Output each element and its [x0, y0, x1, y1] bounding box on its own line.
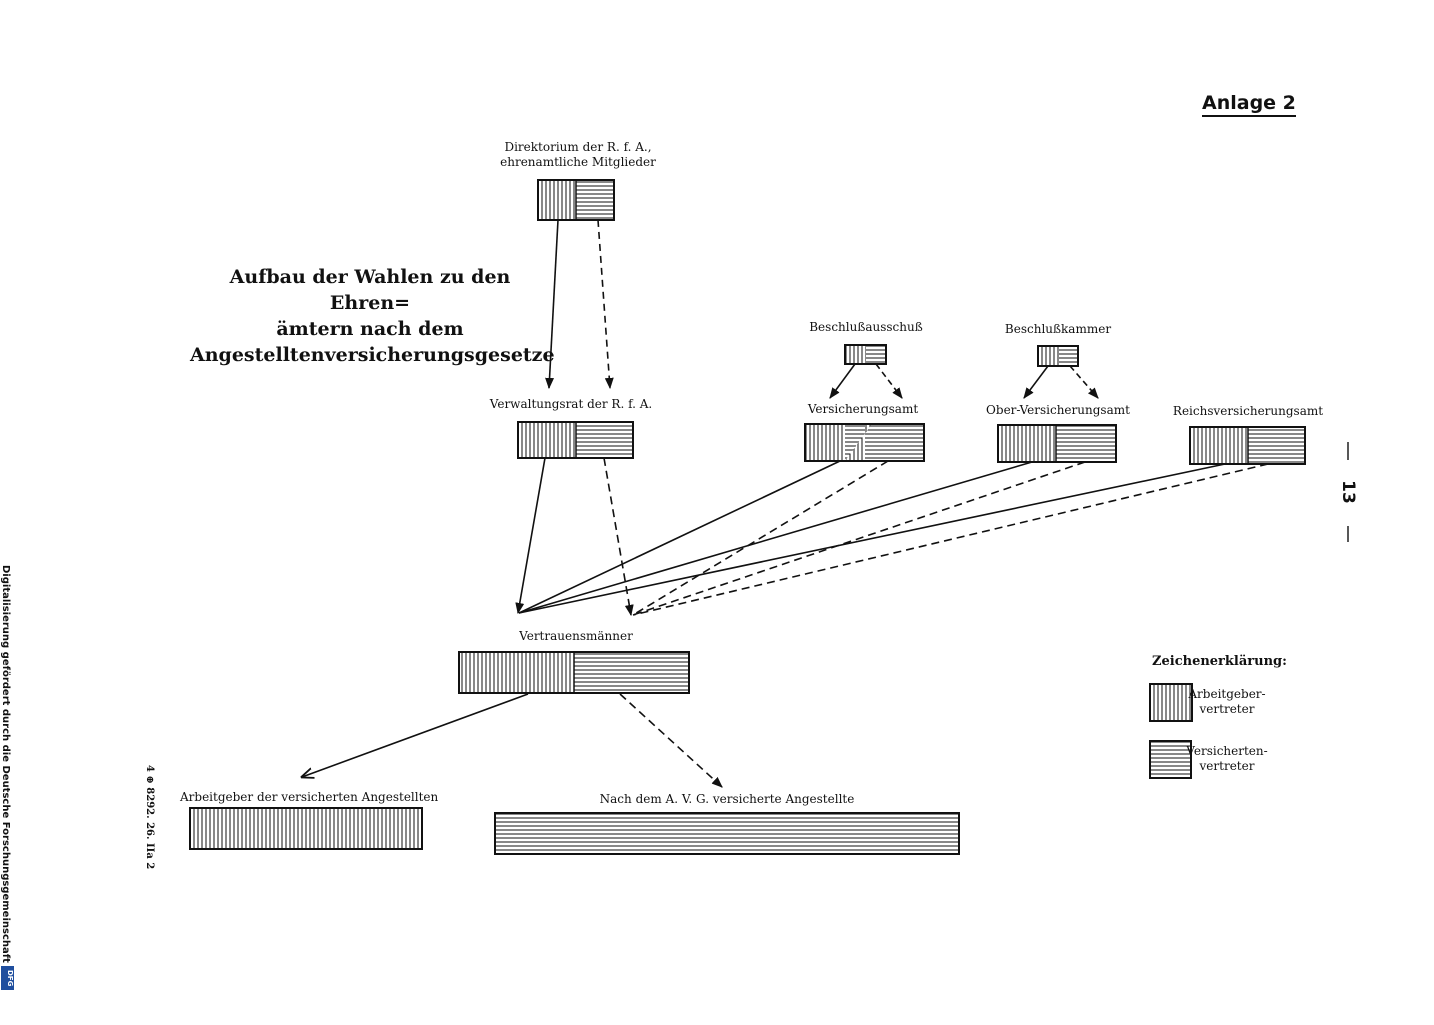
label-verwaltungsrat: Verwaltungsrat der R. f. A.: [489, 397, 653, 411]
edge-direktorium-verwaltungsrat-solid: [545, 219, 559, 390]
title-line-1: Aufbau der Wahlen zu den Ehren=: [229, 266, 511, 314]
edge-direktorium-verwaltungsrat-dashed: [597, 219, 614, 390]
print-code: 4 ⊕ 8292. 26. IIa 2: [144, 765, 155, 870]
edge-ovamt-vm-solid: [518, 461, 1033, 614]
box-oberversicherungsamt: [997, 424, 1117, 463]
edge-vm-arbeitgeber-solid: [302, 693, 529, 777]
label-oberversicherungsamt: Ober-Versicherungsamt: [986, 403, 1130, 417]
label-arbeitgeber: Arbeitgeber der versicherten Angestellte…: [180, 790, 439, 804]
edge-ausschuss-vamt-dashed: [875, 363, 903, 399]
label-versicherte: Nach dem A. V. G. versicherte Angestellt…: [599, 792, 855, 806]
edge-kammer-ovamt-dashed: [1069, 365, 1099, 399]
label-direktorium-line-2: ehrenamtliche Mitglieder: [500, 155, 656, 169]
label-direktorium-line-1: Direktorium der R. f. A.,: [504, 140, 652, 154]
box-vertrauensmaenner: [458, 651, 690, 694]
title-line-3: Angestelltenversicherungsgesetze: [190, 344, 555, 366]
box-verwaltungsrat: [517, 421, 634, 459]
box-versicherungsamt: [804, 423, 925, 462]
label-versicherungsamt: Versicherungsamt: [807, 402, 919, 416]
box-arbeitgeber: [189, 807, 423, 850]
diagram-title: Aufbau der Wahlen zu den Ehren= ämtern n…: [190, 264, 555, 368]
edge-kammer-ovamt-solid: [1023, 365, 1049, 399]
legend-swatch-versicherte: [1149, 740, 1192, 779]
plate-label: Anlage 2: [1202, 92, 1296, 117]
box-beschlussausschuss: [844, 344, 887, 365]
box-reichsversicherungsamt: [1189, 426, 1306, 465]
edge-vrat-vm-dashed: [603, 457, 634, 617]
dfg-logo: DFG: [1, 966, 14, 990]
edge-rvamt-vm-solid: [518, 463, 1226, 614]
label-vertrauensmaenner: Vertrauensmänner: [519, 629, 633, 643]
legend-label-versicherte: Versicherten-vertreter: [1186, 744, 1268, 773]
box-beschlusskammer: [1037, 345, 1079, 367]
edge-vamt-vm-dashed: [632, 460, 889, 616]
label-direktorium: Direktorium der R. f. A., ehrenamtliche …: [478, 140, 678, 170]
box-versicherte: [494, 812, 960, 855]
election-structure-diagram: [189, 179, 1349, 855]
edge-vrat-vm-solid: [515, 457, 546, 615]
digitization-credit: Digitalisierung gefördert durch die Deut…: [0, 565, 11, 963]
edge-vm-versicherte-dashed: [619, 693, 723, 788]
edge-rvamt-vm-dashed: [632, 463, 1269, 616]
box-direktorium: [537, 179, 615, 221]
legend-title: Zeichenerklärung:: [1152, 654, 1287, 669]
legend-label-arbeitgeber: Arbeitgeber-vertreter: [1188, 687, 1266, 716]
label-reichsversicherungsamt: Reichsversicherungsamt: [1172, 404, 1324, 418]
edge-vamt-vm-solid: [518, 460, 841, 614]
label-beschlusskammer: Beschlußkammer: [1004, 322, 1112, 336]
edge-ovamt-vm-dashed: [632, 461, 1086, 616]
connector-lines: [302, 219, 1269, 788]
page-number: 13: [1338, 480, 1358, 504]
legend-swatch-arbeitgeber: [1149, 683, 1193, 722]
title-line-2: ämtern nach dem: [276, 318, 464, 340]
label-beschlussausschuss: Beschlußausschuß: [809, 320, 923, 334]
edge-ausschuss-vamt-solid: [829, 363, 856, 399]
